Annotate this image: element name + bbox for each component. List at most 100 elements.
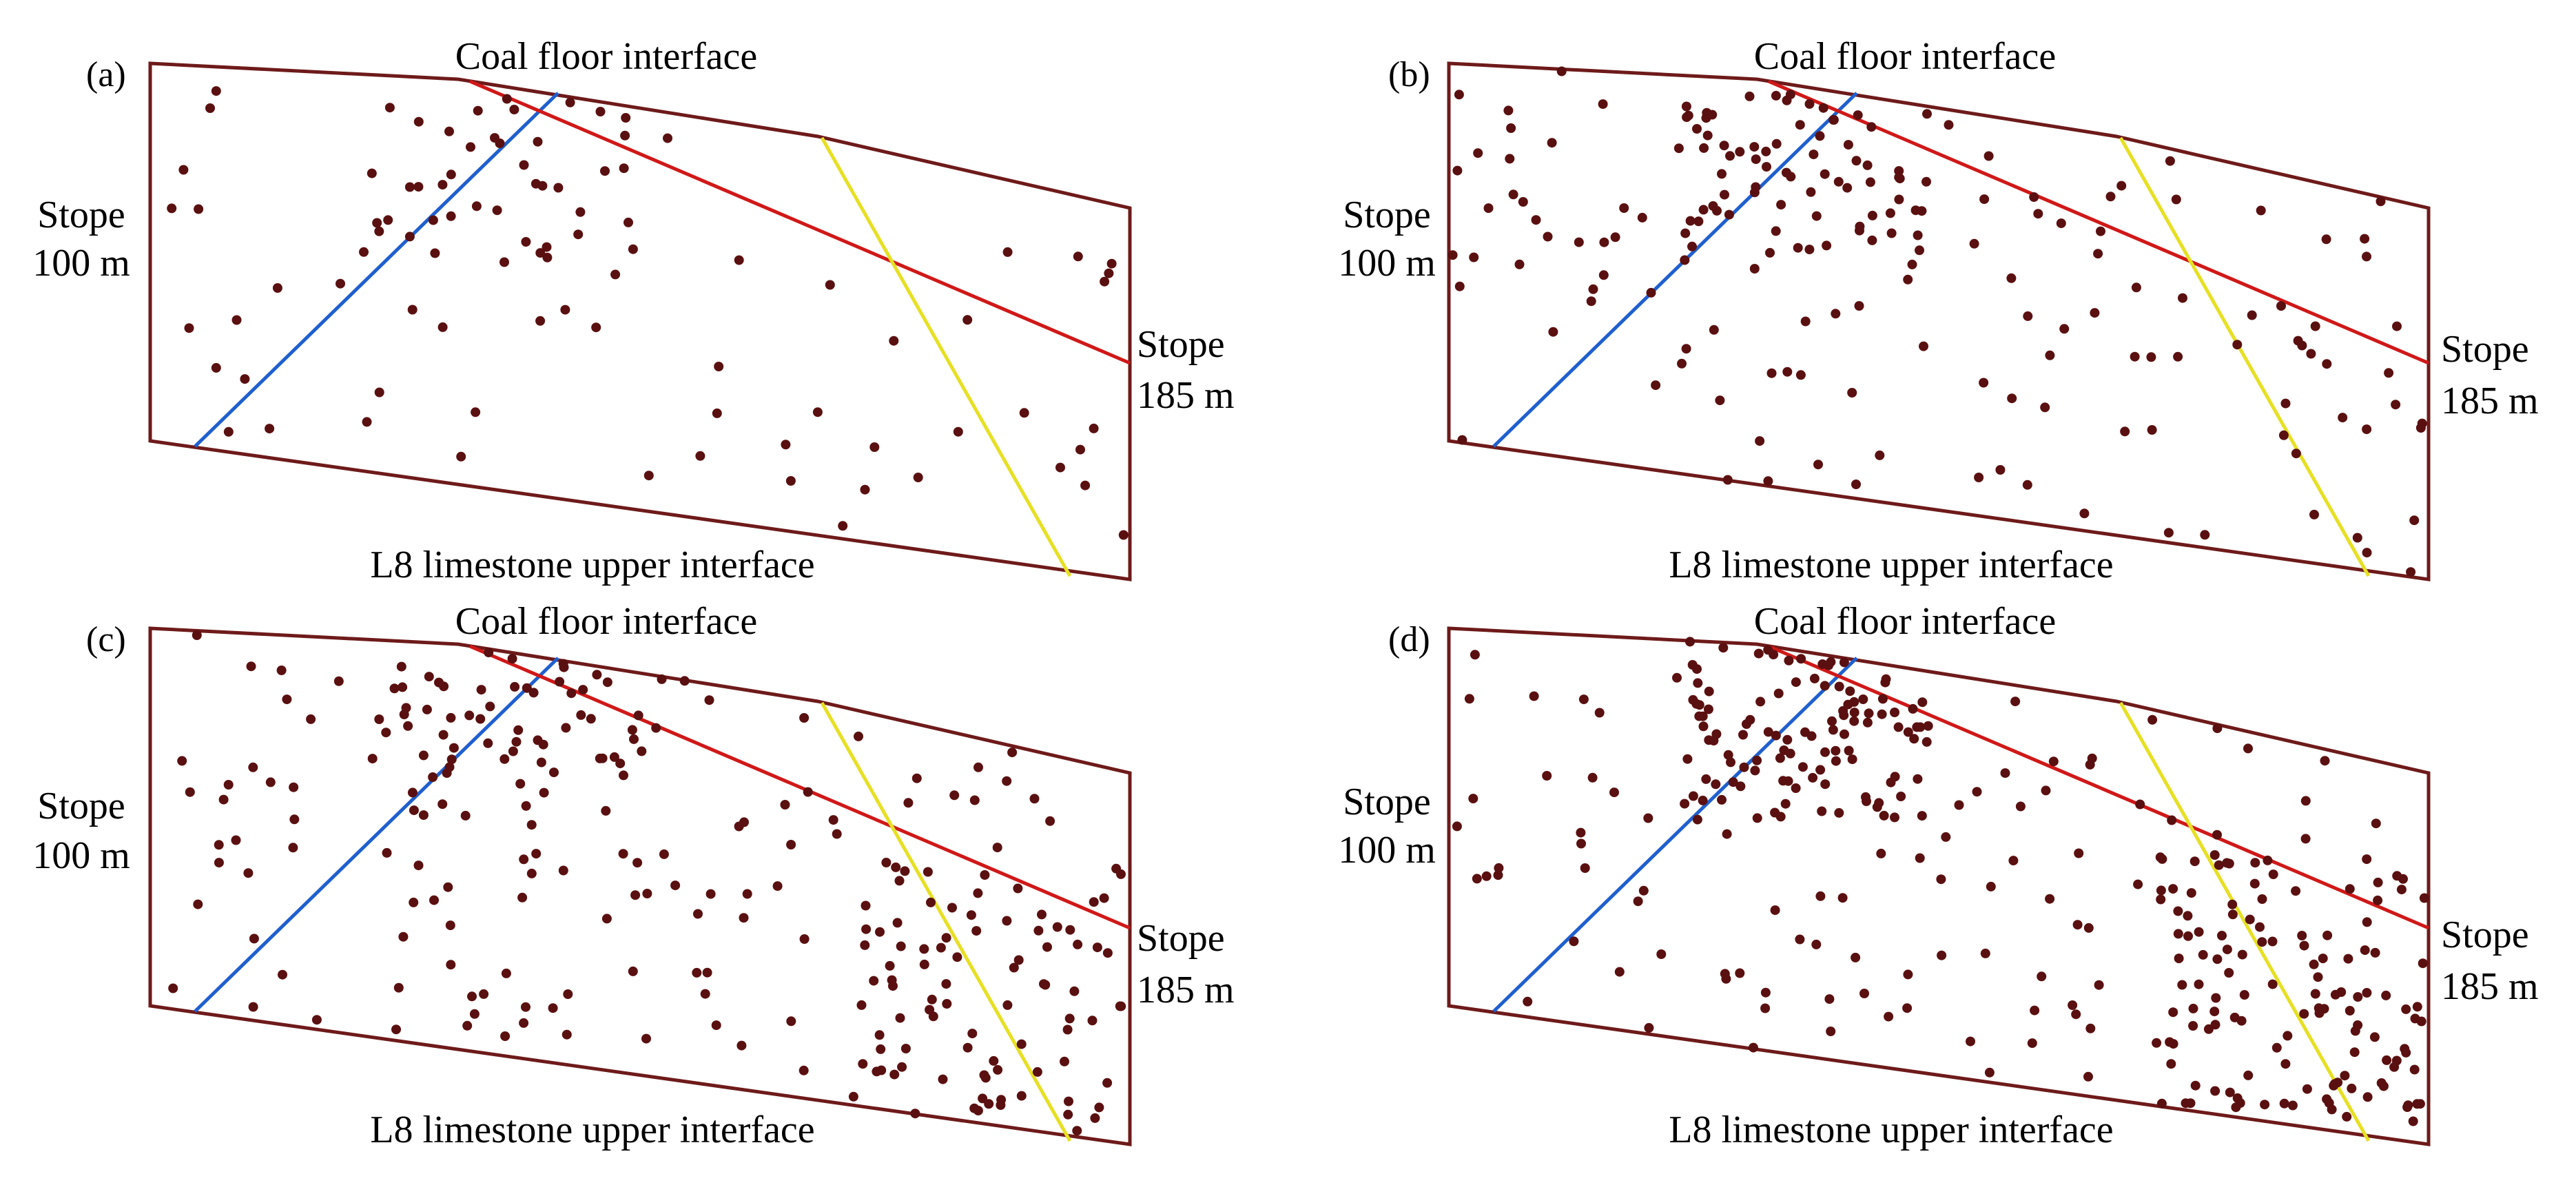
event-point: [246, 661, 256, 672]
event-point: [2171, 194, 2181, 205]
event-point: [895, 1013, 905, 1023]
event-point: [1080, 480, 1091, 491]
event-point: [869, 976, 879, 986]
event-point: [714, 362, 724, 371]
event-point: [2256, 205, 2266, 216]
event-point: [1845, 686, 1855, 697]
stope-right-distance: 185 m: [1137, 374, 1235, 417]
event-point: [2022, 480, 2032, 490]
event-point: [1766, 368, 1777, 378]
event-point: [1890, 772, 1900, 782]
stope-left-word: Stope: [1343, 781, 1431, 823]
event-point: [424, 672, 434, 682]
event-point: [289, 782, 299, 792]
event-point: [500, 1031, 511, 1041]
event-point: [471, 407, 481, 418]
event-point: [492, 205, 502, 216]
event-point: [637, 746, 647, 756]
event-point: [1806, 187, 1816, 197]
event-point: [1002, 776, 1012, 786]
event-point: [2156, 1098, 2167, 1109]
event-point: [2094, 980, 2104, 990]
event-point: [615, 759, 626, 769]
event-point: [2225, 1087, 2235, 1098]
event-point: [1785, 90, 1795, 100]
event-point: [1865, 177, 1875, 187]
event-point: [510, 681, 520, 692]
event-point: [642, 889, 652, 898]
event-point: [2135, 799, 2145, 810]
event-point: [1102, 1078, 1113, 1088]
event-point: [1503, 105, 1514, 116]
event-point: [2168, 1007, 2178, 1018]
event-point: [2340, 1071, 2350, 1081]
panel-letter: (d): [1388, 620, 1430, 659]
event-point: [2041, 785, 2051, 796]
event-point: [2279, 1098, 2289, 1109]
event-point: [825, 280, 835, 290]
event-point: [586, 714, 596, 724]
event-point: [2000, 768, 2010, 779]
event-point: [2345, 1006, 2355, 1016]
event-point: [2338, 413, 2348, 423]
event-point: [2198, 949, 2208, 960]
event-point: [2350, 1026, 2360, 1036]
event-point: [1588, 284, 1598, 294]
event-point: [1828, 725, 1838, 735]
event-point: [1598, 270, 1609, 280]
event-point: [1718, 643, 1729, 653]
event-point: [2033, 209, 2043, 219]
event-point: [538, 739, 548, 750]
event-point: [1827, 716, 1837, 726]
event-point: [876, 1065, 887, 1075]
event-point: [1984, 1067, 1995, 1078]
event-point: [446, 169, 456, 180]
event-point: [1614, 967, 1625, 977]
event-point: [2087, 753, 2097, 763]
event-point: [384, 103, 395, 113]
event-point: [1719, 141, 1729, 151]
event-point: [205, 103, 215, 113]
event-point: [2214, 860, 2224, 870]
event-point: [398, 931, 409, 942]
event-point: [1481, 871, 1492, 881]
event-point: [2319, 1004, 2329, 1014]
event-point: [211, 86, 221, 96]
event-point: [1795, 120, 1805, 130]
event-point: [476, 685, 486, 695]
event-point: [812, 407, 823, 418]
event-point: [1771, 226, 1781, 236]
event-point: [1055, 462, 1065, 473]
event-point: [1944, 120, 1954, 130]
event-point: [1543, 231, 1553, 242]
event-point: [2167, 815, 2177, 825]
event-point: [900, 866, 910, 876]
event-point: [1919, 341, 1928, 351]
event-point: [404, 182, 415, 192]
event-point: [1903, 727, 1913, 737]
event-point: [2130, 351, 2140, 362]
event-point: [507, 654, 517, 664]
event-point: [860, 940, 870, 950]
event-point: [1824, 660, 1834, 670]
event-point: [2320, 756, 2330, 766]
event-point: [434, 677, 444, 688]
event-point: [992, 843, 1002, 853]
event-point: [949, 790, 960, 801]
event-point: [1704, 686, 1714, 697]
event-point: [1683, 110, 1693, 121]
event-point: [1569, 936, 1579, 947]
event-point: [1505, 154, 1515, 164]
event-point: [1720, 189, 1729, 200]
event-point: [1840, 729, 1849, 739]
event-point: [1771, 138, 1782, 149]
event-point: [2085, 1023, 2096, 1033]
event-point: [437, 799, 448, 810]
event-point: [2419, 893, 2429, 903]
event-point: [919, 959, 929, 969]
panel-b: (b) Coal floor interface L8 limestone up…: [1338, 35, 2538, 586]
event-point: [2415, 423, 2426, 433]
event-point: [911, 773, 922, 783]
event-point: [1763, 476, 1773, 486]
event-point: [2074, 848, 2084, 858]
